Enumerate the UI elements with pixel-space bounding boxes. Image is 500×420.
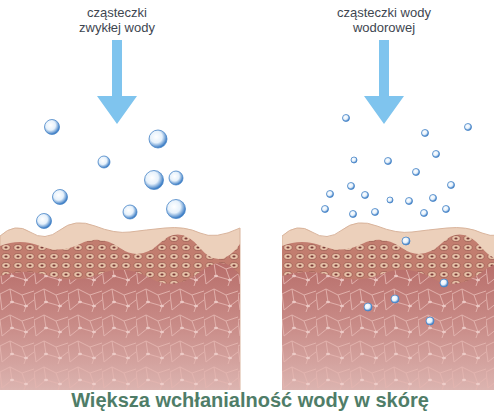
caption: Większa wchłanialność wody w skórę bbox=[0, 389, 500, 412]
water-molecules bbox=[37, 115, 472, 326]
panel-label: cząsteczki wody wodorowej bbox=[332, 5, 436, 35]
panel-label: cząsteczki zwykłej wody bbox=[67, 5, 167, 35]
